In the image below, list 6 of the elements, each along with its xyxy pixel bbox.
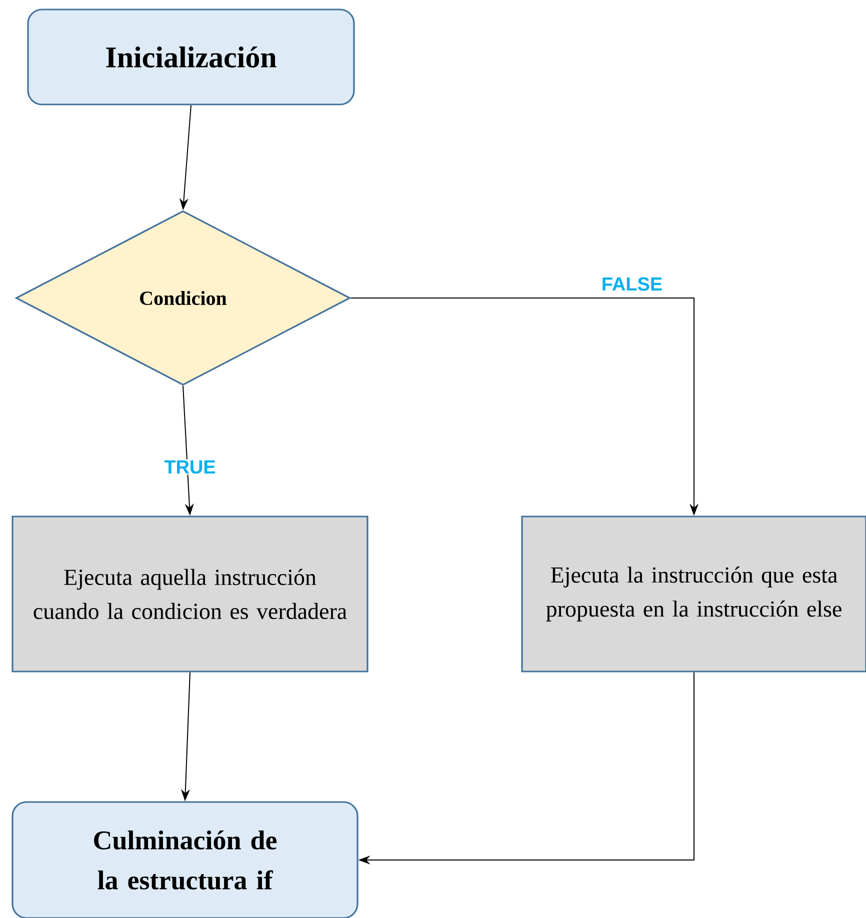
start-box: Inicialización bbox=[27, 8, 355, 106]
edge-label: TRUE bbox=[163, 459, 217, 475]
edge-label: FALSE bbox=[600, 276, 664, 292]
end-box: Culminación de la estructura if bbox=[12, 801, 358, 918]
process-box: Ejecuta la instrucción que esta propuesta en la instrucción else bbox=[521, 516, 866, 672]
process-box: Ejecuta aquella instrucción cuando la condicion es verdadera bbox=[12, 516, 368, 672]
